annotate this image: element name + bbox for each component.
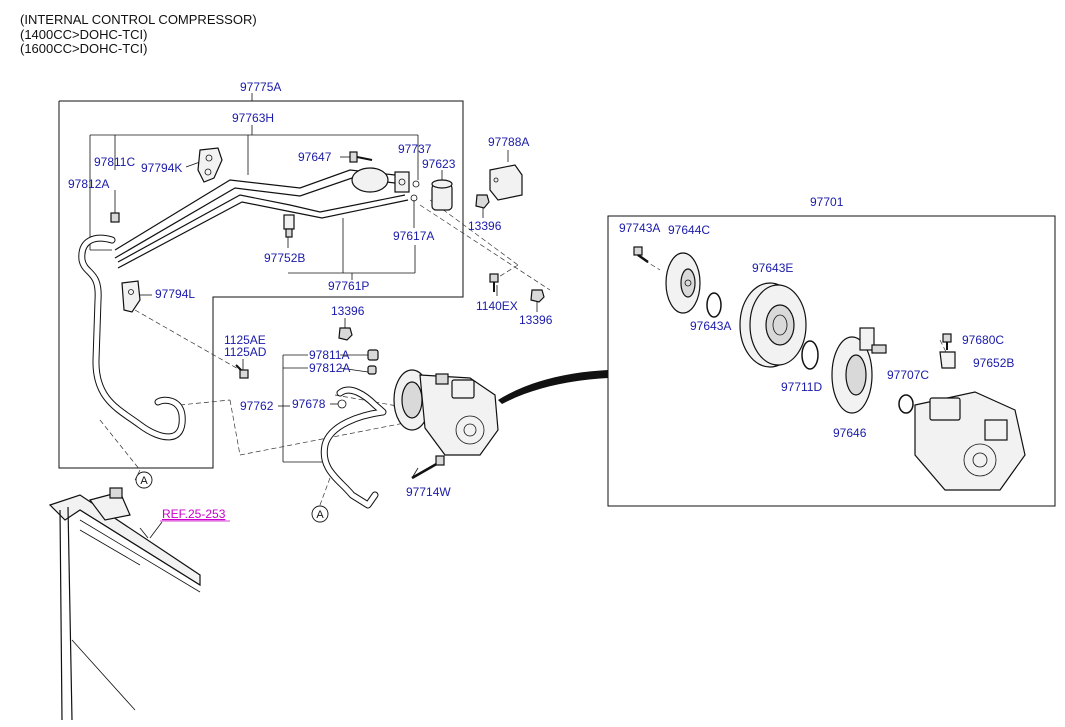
oring-97737 [412,180,420,188]
header-line-1: (INTERNAL CONTROL COMPRESSOR) [20,12,257,27]
nut-97812A [110,212,120,223]
oring-97678 [337,399,347,409]
bolt-97714W [411,455,445,480]
label-97646: 97646 [833,426,867,440]
label-13396-c: 13396 [331,304,365,318]
cap-97812A [367,365,377,375]
label-97761P: 97761P [328,279,369,293]
bolt-97647 [349,151,373,163]
label-97811C: 97811C [94,155,135,169]
suction-hose-97762 [320,386,387,509]
snap-ring-97711D [801,340,819,370]
switch-97752B [283,214,295,238]
bracket-97794L [121,280,141,313]
shim-97643A [706,292,722,318]
label-97737: 97737 [398,142,432,156]
label-97788A: 97788A [488,135,529,149]
label-97678: 97678 [292,397,326,411]
label-97617A: 97617A [393,229,434,243]
reference-link[interactable]: REF.25-253 [162,507,226,521]
label-97647: 97647 [298,150,332,164]
marker-circle-a-lower [311,505,329,523]
bolt-1140EX [489,273,499,292]
marker-a-lower: A [316,509,324,521]
cover-97788A [489,164,523,201]
hub-97644C [665,252,701,314]
discharge-hose [78,234,186,441]
header-line-3: (1600CC>DOHC-TCI) [20,41,148,56]
bolt-1125AE [235,364,249,379]
label-97743A: 97743A [619,221,660,235]
label-1140EX: 1140EX [476,299,518,313]
nut-13396-c [338,327,353,341]
label-97644C: 97644C [668,223,710,237]
label-97623: 97623 [422,157,456,171]
label-1125AD: 1125AD [224,345,267,359]
label-97711D: 97711D [781,380,822,394]
muffler-97737 [351,167,410,193]
label-97794L: 97794L [155,287,195,301]
label-97707C: 97707C [887,368,929,382]
label-13396-b: 13396 [519,313,553,327]
hose-assembly-box [58,100,464,469]
label-97701: 97701 [810,195,844,209]
nut-13396-a [475,194,490,209]
bracket-97652B [939,351,956,369]
condenser [48,487,201,721]
label-97812A-mid: 97812A [309,361,350,375]
label-97812A-top: 97812A [68,177,109,191]
bolt-97680C [942,333,952,350]
label-97775A: 97775A [240,80,281,94]
marker-circle-a-upper [135,471,153,489]
receiver-97623 [431,179,453,211]
coil-97646 [831,327,887,414]
compressor-detail-box [607,215,1056,507]
compressor-assembly [393,369,499,456]
label-97652B: 97652B [973,356,1014,370]
label-97680C: 97680C [962,333,1004,347]
part-labels: 97775A 97763H 97811C 97794K 97812A 97647… [68,80,1014,499]
oring-97617A [410,194,418,202]
label-97643E: 97643E [752,261,793,275]
marker-a-upper: A [140,475,148,487]
header-line-2: (1400CC>DOHC-TCI) [20,27,148,42]
label-97714W: 97714W [406,485,451,499]
nut-13396-b [530,289,545,303]
compressor-body-detail [914,391,1026,491]
leader-lines [89,93,538,479]
label-97763H: 97763H [232,111,274,125]
label-97794K: 97794K [141,161,182,175]
shim-97707C [898,394,914,414]
detail-arrow [498,370,608,404]
label-13396-a: 13396 [468,219,502,233]
cap-97811A [367,349,379,361]
label-97811A: 97811A [309,348,349,362]
bracket-97794K [197,147,223,183]
label-97643A: 97643A [690,319,731,333]
label-97762: 97762 [240,399,274,413]
pulley-97643E [739,282,807,368]
bolt-97743A [633,246,649,264]
label-1125AE: 1125AE [224,333,266,347]
label-97752B: 97752B [264,251,305,265]
reference-leader [149,521,163,539]
